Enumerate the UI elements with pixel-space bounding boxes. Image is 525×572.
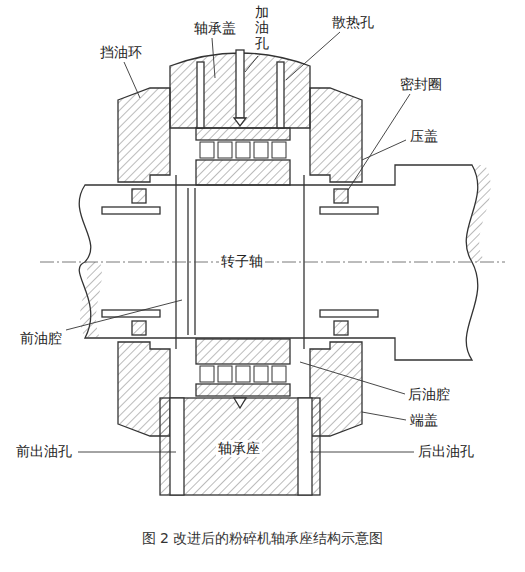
part-label: 后油腔 [406, 386, 452, 403]
leader-lines [66, 32, 414, 452]
bearing-seat [160, 398, 320, 495]
part-label: 前油腔 [18, 330, 64, 347]
part-label: 前出油孔 [14, 443, 74, 460]
part-label: 压盖 [408, 128, 440, 145]
bearing [196, 128, 290, 140]
figure-caption: 图 2 改进后的粉碎机轴承座结构示意图 [0, 530, 525, 548]
part-label: 端盖 [408, 412, 440, 429]
end-cap [118, 88, 170, 182]
part-label: 挡油环 [98, 44, 144, 61]
seal-ring [132, 189, 146, 203]
part-label: 轴承座 [216, 440, 262, 457]
part-label: 加油孔 [254, 4, 270, 52]
part-label: 散热孔 [330, 14, 376, 31]
part-label: 转子轴 [219, 253, 265, 270]
part-label: 后出油孔 [416, 443, 476, 460]
part-label: 密封圈 [398, 76, 444, 93]
rotor-shaft [79, 165, 478, 360]
center-line [40, 262, 505, 263]
part-label: 轴承盖 [192, 20, 238, 37]
